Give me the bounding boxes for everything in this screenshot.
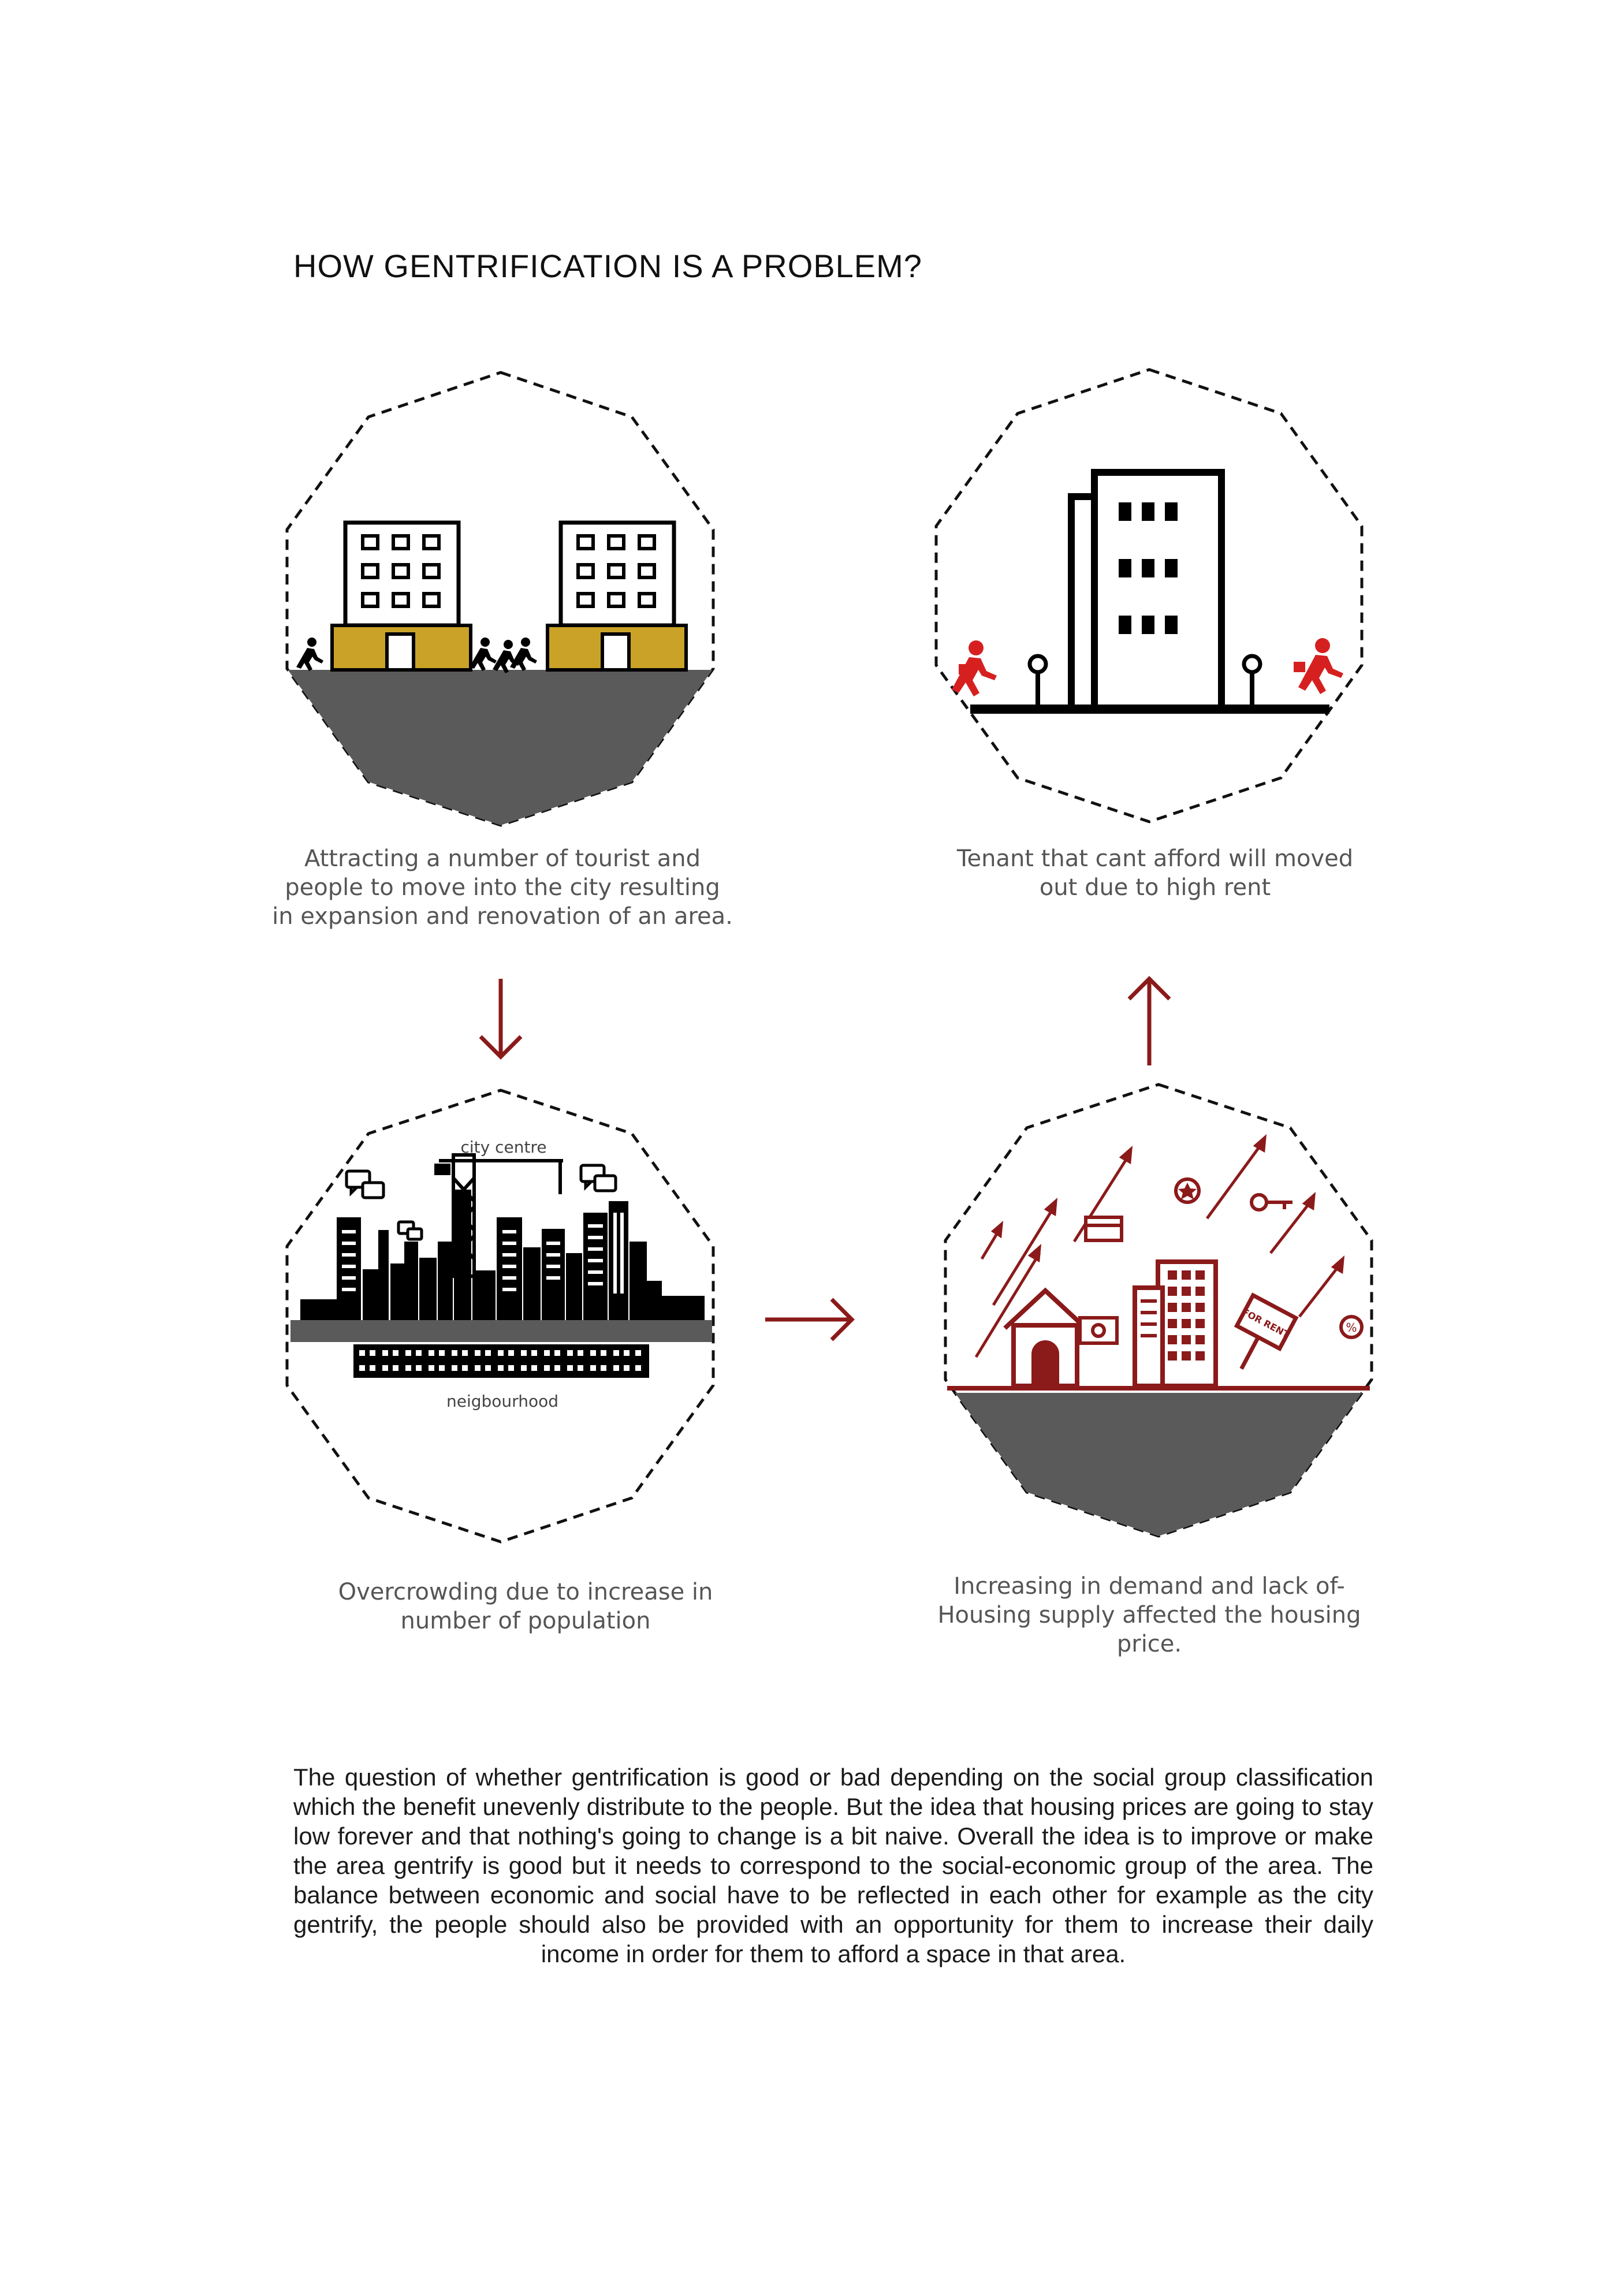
- panel-displacement: [936, 370, 1362, 822]
- caption-tourism: Attracting a number of tourist and peopl…: [271, 844, 733, 931]
- neighbourhood-row-icon: [353, 1344, 649, 1378]
- panel-housing-demand: FOR RENT %: [936, 1084, 1380, 1548]
- running-tenant-left-icon: [952, 640, 997, 696]
- ground-mass: [936, 1393, 1380, 1548]
- star-badge-icon: [1176, 1179, 1199, 1202]
- arrow-up-icon: [1129, 979, 1169, 1065]
- key-icon: [1251, 1195, 1293, 1210]
- caption-housing-demand: Increasing in demand and lack of-Housing…: [912, 1572, 1386, 1658]
- summary-paragraph: The question of whether gentrification i…: [293, 1762, 1373, 1969]
- ground-mass: [277, 670, 722, 837]
- caption-displacement: Tenant that cant afford will moved out d…: [936, 844, 1375, 902]
- running-tenant-right-icon: [1294, 638, 1343, 694]
- arrow-down-icon: [481, 979, 521, 1057]
- card-icon: [1086, 1217, 1122, 1240]
- arrow-right-icon: [765, 1299, 852, 1340]
- panel-overcrowding: city centre: [287, 1090, 713, 1542]
- for-rent-sign-icon: FOR RENT: [1219, 1295, 1298, 1381]
- money-icon: [1080, 1318, 1117, 1343]
- panel-tourism: [277, 372, 722, 837]
- city-skyline-icon: [300, 1190, 705, 1321]
- caption-overcrowding: Overcrowding due to increase in number o…: [300, 1578, 751, 1635]
- svg-text:%: %: [1346, 1321, 1357, 1335]
- house-icon: [1005, 1291, 1086, 1386]
- chat-bubbles-icon: [347, 1165, 616, 1239]
- percent-badge-icon: %: [1341, 1317, 1362, 1337]
- label-neighbourhood: neigbourhood: [446, 1392, 558, 1411]
- tower-building-icon: [1135, 1262, 1216, 1386]
- building-right-icon: [547, 523, 686, 670]
- tall-building-icon: [1071, 472, 1221, 710]
- building-left-icon: [332, 523, 471, 670]
- ground-band: [290, 1320, 712, 1342]
